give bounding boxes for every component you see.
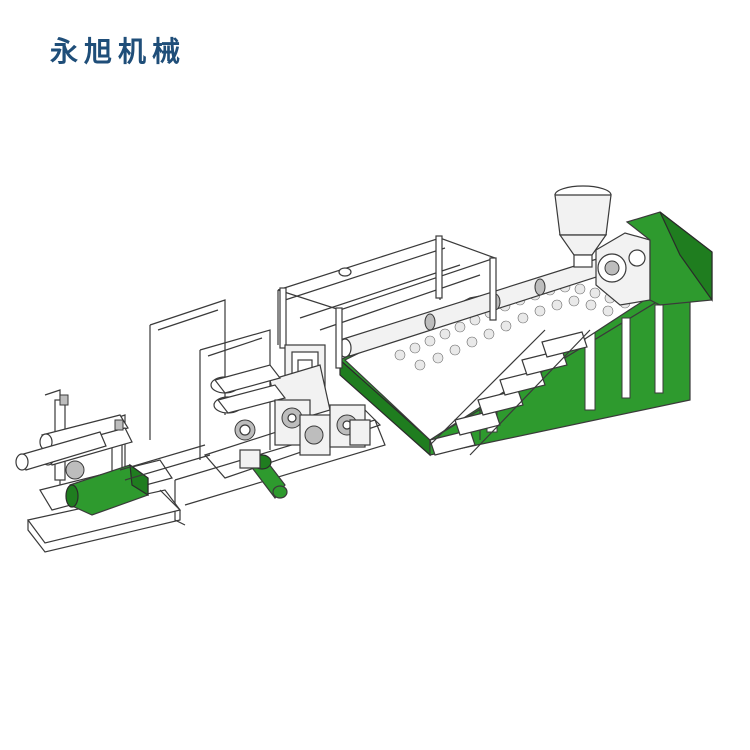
access-stairs (429, 329, 591, 456)
winder-unit (15, 389, 182, 553)
connecting-rails (119, 444, 211, 511)
brand-title: 永旭机械 (50, 35, 187, 68)
calender-unit (149, 299, 386, 526)
extruder-unit (277, 185, 713, 457)
hopper (554, 185, 612, 268)
barrel-guard-frame (277, 235, 497, 369)
